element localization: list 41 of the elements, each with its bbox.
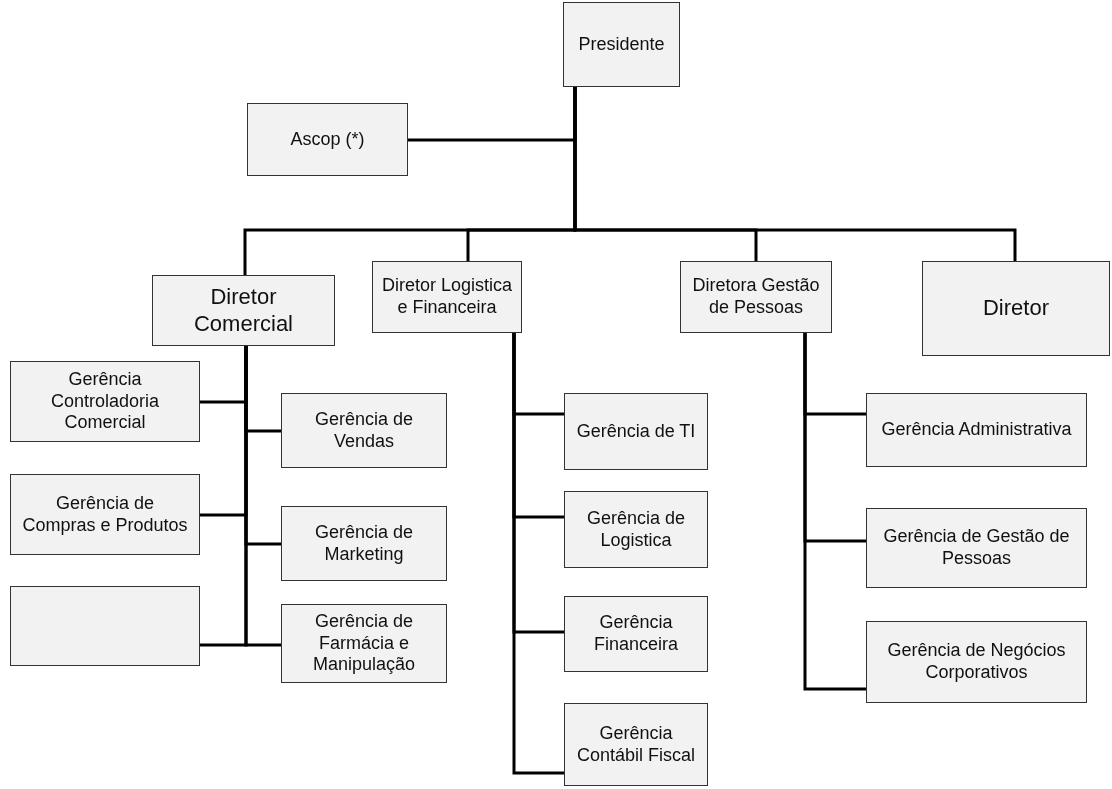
org-box <box>563 2 680 87</box>
org-box <box>564 596 708 672</box>
box-label: Presidente <box>578 33 665 56</box>
org-box <box>866 393 1087 467</box>
org-box <box>247 103 408 176</box>
org-box <box>281 604 447 683</box>
box-label: Gerência Administrativa <box>881 419 1072 441</box>
org-box <box>281 393 447 468</box>
org-box <box>372 261 522 333</box>
box-label: Gerência Contábil Fiscal <box>575 722 696 767</box>
org-box <box>10 361 200 442</box>
box-label: Gerência Financeira <box>592 612 679 656</box>
org-box <box>564 393 708 470</box>
box-label: Gerência de Gestão de Pessoas <box>882 526 1071 570</box>
box-label: Gerência Controladoria Comercial <box>49 369 161 434</box>
org-box <box>10 474 200 555</box>
org-box <box>866 508 1087 588</box>
box-label: Gerência de TI <box>576 420 696 443</box>
org-box <box>152 275 335 346</box>
org-box <box>281 506 447 581</box>
org-box <box>680 261 832 333</box>
empty-box <box>10 586 200 666</box>
box-label: Gerência de Logistica <box>585 507 687 552</box>
box-label: Ascop (*) <box>290 128 365 151</box>
box-label: Gerência de Negócios Corporativos <box>886 640 1067 684</box>
box-label: Gerência de Vendas <box>313 408 415 453</box>
box-label: Diretor Comercial <box>193 284 294 337</box>
box-label: Gerência de Farmácia e Manipulação <box>311 611 417 676</box>
connector-line <box>512 333 564 775</box>
connector-line <box>244 346 281 647</box>
box-label: Diretor Logistica e Financeira <box>380 275 514 319</box>
org-box <box>564 703 708 786</box>
org-box <box>564 491 708 568</box>
box-label: Gerência de Marketing <box>313 521 415 566</box>
org-box <box>866 621 1087 703</box>
box-label: Diretora Gestão de Pessoas <box>691 275 821 319</box>
connector-line <box>573 87 1017 261</box>
connector-line <box>803 333 866 691</box>
org-box <box>922 261 1110 356</box>
box-label: Diretor <box>983 295 1049 322</box>
box-label: Gerência de Compras e Produtos <box>21 492 189 537</box>
